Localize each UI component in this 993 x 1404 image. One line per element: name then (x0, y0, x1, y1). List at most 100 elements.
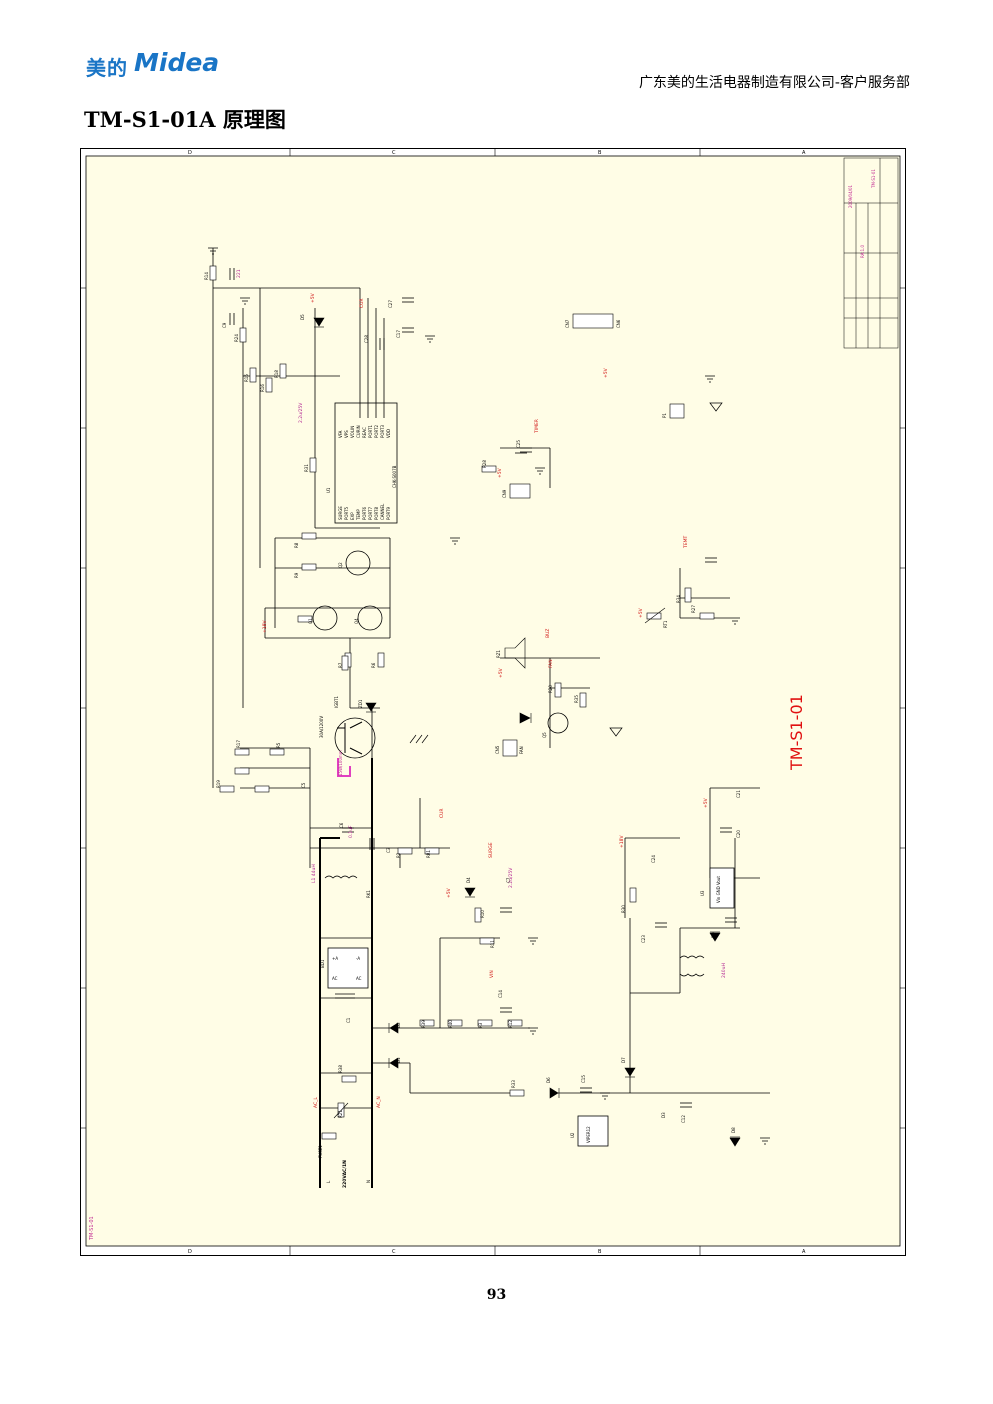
svg-text:C5: C5 (301, 782, 306, 788)
svg-text:PORT8: PORT8 (374, 507, 379, 520)
svg-text:CUR: CUR (439, 808, 445, 818)
svg-text:VIN: VIN (489, 970, 495, 978)
svg-text:CUR: CUR (359, 298, 365, 308)
svg-text:R28: R28 (482, 460, 487, 468)
svg-text:B: B (598, 150, 602, 156)
svg-text:CURIN: CURIN (356, 425, 361, 438)
svg-text:R8: R8 (294, 542, 299, 548)
board-label: TM-S1-01 (787, 694, 806, 771)
svg-text:221: 221 (236, 269, 242, 278)
svg-text:D4: D4 (466, 877, 471, 883)
midea-logo: 美的 Midea (86, 38, 256, 82)
svg-text:Vin GND Vout: Vin GND Vout (716, 876, 721, 903)
svg-text:R20: R20 (548, 685, 553, 693)
svg-text:+5V: +5V (498, 667, 504, 678)
svg-text:C: C (392, 1249, 396, 1255)
svg-text:PORT9: PORT9 (386, 507, 391, 520)
svg-text:R40: R40 (448, 1020, 453, 1028)
company-name: 广东美的生活电器制造有限公司-客户服务部 (638, 75, 910, 91)
svg-text:CN7: CN7 (565, 319, 570, 328)
svg-text:U2: U2 (570, 1132, 575, 1138)
svg-text:PORT1: PORT1 (368, 425, 373, 438)
svg-text:U3: U3 (700, 890, 705, 896)
svg-text:+5V: +5V (497, 467, 503, 478)
svg-text:R15: R15 (244, 374, 249, 382)
logo-english-text: Midea (134, 48, 220, 77)
svg-text:AC: AC (356, 976, 362, 981)
svg-text:C27: C27 (388, 300, 393, 308)
svg-text:CHK-S007B: CHK-S007B (392, 465, 397, 488)
svg-text:2.2u/25V: 2.2u/25V (508, 867, 514, 888)
svg-text:FAN: FAN (519, 746, 524, 754)
svg-text:+5V: +5V (638, 607, 644, 618)
svg-text:AC_N: AC_N (376, 1096, 382, 1108)
svg-text:0.1uF: 0.1uF (348, 825, 354, 838)
svg-text:BUZ: BUZ (545, 629, 551, 638)
svg-text:C20: C20 (736, 830, 741, 838)
svg-text:2.2u/25V: 2.2u/25V (298, 402, 304, 423)
svg-text:D: D (188, 1249, 192, 1255)
svg-text:+A: +A (332, 956, 338, 961)
svg-text:C1: C1 (346, 1017, 351, 1023)
svg-text:RZ1: RZ1 (496, 649, 501, 658)
svg-text:RT1: RT1 (663, 620, 668, 628)
svg-text:R11: R11 (490, 940, 495, 948)
svg-text:R12: R12 (508, 1020, 513, 1028)
svg-text:TIMER: TIMER (534, 419, 540, 434)
svg-text:TEMT: TEMT (683, 536, 689, 549)
svg-text:+5V: +5V (603, 367, 609, 378)
svg-text:C23: C23 (641, 935, 646, 943)
svg-text:+5V: +5V (310, 292, 316, 303)
svg-text:R9: R9 (294, 572, 299, 578)
svg-text:FUSE1: FUSE1 (318, 1145, 323, 1158)
svg-text:D: D (188, 150, 192, 156)
svg-text:RR1: RR1 (426, 849, 431, 858)
logo-chinese-text: 美的 (86, 56, 128, 80)
svg-text:VIPER12: VIPER12 (586, 1126, 591, 1143)
svg-text:L1 44uH: L1 44uH (311, 864, 317, 883)
svg-text:2009/04/01: 2009/04/01 (848, 184, 853, 208)
svg-text:C3: C3 (386, 847, 391, 853)
svg-text:PORT7: PORT7 (368, 507, 373, 520)
svg-text:AC_L: AC_L (313, 1097, 319, 1108)
svg-text:R14: R14 (204, 272, 209, 280)
svg-text:D3: D3 (661, 1112, 666, 1118)
svg-text:AC: AC (332, 976, 338, 981)
svg-text:C6: C6 (339, 822, 344, 828)
svg-text:15W/100mm: 15W/100mm (338, 750, 343, 776)
svg-text:+5V: +5V (703, 797, 709, 808)
svg-text:SURGE: SURGE (488, 842, 494, 858)
svg-text:PORT6: PORT6 (362, 507, 367, 520)
svg-text:CN6: CN6 (616, 319, 621, 328)
svg-text:R6: R6 (371, 662, 376, 668)
svg-text:R30: R30 (621, 905, 626, 913)
svg-text:PORT2: PORT2 (374, 425, 379, 438)
svg-text:R5: R5 (276, 742, 281, 748)
svg-text:L: L (326, 1180, 331, 1183)
svg-text:CANNEL: CANNEL (380, 503, 385, 520)
svg-text:R34: R34 (676, 595, 681, 603)
svg-text:R38: R38 (338, 1065, 343, 1073)
svg-text:+18V: +18V (262, 620, 268, 633)
svg-text:SURGE: SURGE (338, 506, 343, 520)
svg-text:R27: R27 (691, 605, 696, 613)
svg-text:220VAC/1N: 220VAC/1N (342, 1160, 348, 1188)
svg-text:CN5: CN5 (495, 745, 500, 754)
svg-text:+5V: +5V (446, 887, 452, 898)
svg-text:B: B (598, 1249, 602, 1255)
svg-text:R21: R21 (338, 1110, 343, 1118)
svg-text:U1: U1 (326, 487, 331, 493)
svg-text:C21: C21 (736, 790, 741, 798)
svg-text:C7: C7 (506, 877, 511, 883)
svg-text:EXP: EXP (350, 512, 355, 520)
svg-text:PORT3: PORT3 (380, 425, 385, 438)
svg-text:R39: R39 (421, 1020, 426, 1028)
svg-text:D5: D5 (300, 314, 305, 320)
svg-text:TM-S1-01: TM-S1-01 (871, 169, 876, 189)
svg-text:D8: D8 (731, 1127, 736, 1133)
svg-text:TM-S1-01: TM-S1-01 (89, 1216, 95, 1241)
svg-text:VOLIN: VOLIN (350, 426, 355, 438)
svg-text:REAC: REAC (362, 427, 367, 438)
svg-text:R3: R3 (478, 1022, 483, 1028)
